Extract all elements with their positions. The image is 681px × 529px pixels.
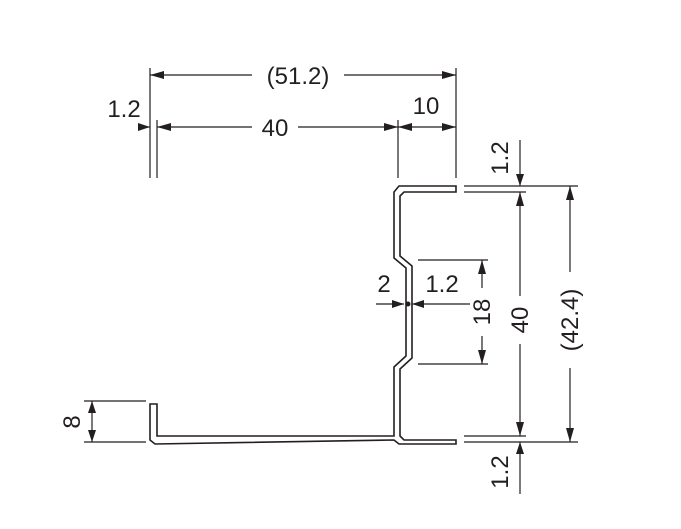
dimension-thickness-bottom: 1.2 [487,442,524,494]
dim-label-overall-height: (42.4) [557,289,584,352]
dimension-notch-depth: 2 1.2 [376,271,470,308]
dim-label-inner-height: 40 [507,307,534,334]
dimension-inner-height: 40 [507,192,534,436]
dimension-overall-width: (51.2) [150,63,456,90]
dimension-notch-height: 18 [469,260,496,364]
dimension-thickness-left: 1.2 [107,96,150,131]
dimension-lip-height: 8 [59,401,96,442]
dim-label-notch-depth: 2 [377,271,390,298]
dimension-flange-width: 10 [398,93,456,131]
dim-label-flange-width: 10 [413,93,440,120]
dim-label-thickness-bottom: 1.2 [487,455,514,488]
dim-label-inner-width: 40 [262,115,289,142]
extension-lines [84,68,578,443]
dim-label-thickness-top: 1.2 [487,141,514,174]
dimension-inner-width: 40 [157,115,398,142]
dimension-overall-height: (42.4) [557,186,584,442]
channel-profile [149,185,457,445]
dim-label-thickness-left: 1.2 [107,96,140,123]
dim-label-lip-height: 8 [59,415,86,428]
dim-label-notch-height: 18 [469,299,496,326]
profile-outer-outline [149,185,457,445]
dim-label-overall-width: (51.2) [267,63,330,90]
dim-label-notch-thickness: 1.2 [425,271,458,298]
dimension-thickness-top: 1.2 [487,140,524,186]
